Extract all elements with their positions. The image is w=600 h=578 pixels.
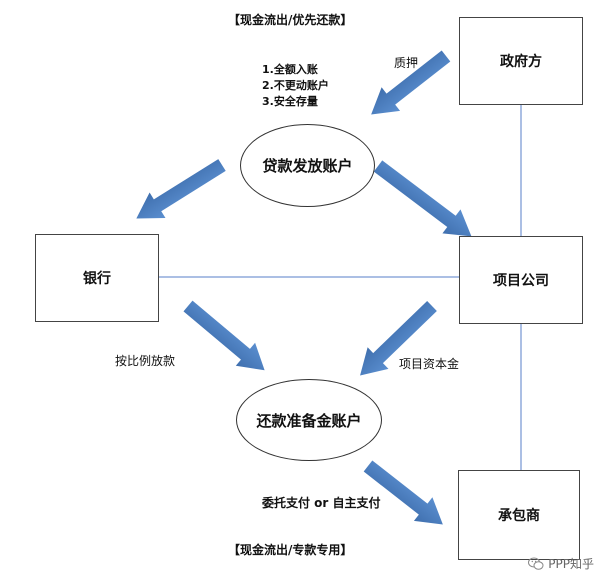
pledge-label: 质押 xyxy=(394,56,419,70)
account-rule: 2.不更动账户 xyxy=(262,79,329,92)
government-box: 政府方 xyxy=(459,17,583,105)
contractor-label: 承包商 xyxy=(498,508,540,524)
project-capital-label: 项目资本金 xyxy=(399,357,460,371)
repayment-reserve-ellipse: 还款准备金账户 xyxy=(236,379,382,461)
arrow-reserve-to-contractor xyxy=(363,460,443,525)
watermark: PPP知乎 xyxy=(528,555,594,572)
government-label: 政府方 xyxy=(500,54,542,70)
loan-account-label: 贷款发放账户 xyxy=(262,157,353,175)
payment-mode-label: 委托支付 or 自主支付 xyxy=(262,496,381,510)
arrow-project-to-reserve xyxy=(360,300,437,376)
repayment-reserve-label: 还款准备金账户 xyxy=(256,411,362,430)
bank-box: 银行 xyxy=(35,234,159,322)
arrow-loan-account-to-project xyxy=(373,160,472,237)
project-company-label: 项目公司 xyxy=(493,273,549,289)
top-note: 【现金流出/优先还款】 xyxy=(228,13,353,27)
account-rules-list: 1.全额入账 2.不更动账户 3.安全存量 xyxy=(262,62,329,110)
bottom-note: 【现金流出/专款专用】 xyxy=(228,543,353,557)
arrow-loan-account-to-bank xyxy=(136,159,226,219)
project-company-box: 项目公司 xyxy=(459,236,583,324)
proportional-loan-label: 按比例放款 xyxy=(115,354,176,368)
contractor-box: 承包商 xyxy=(458,470,580,560)
arrow-gov-to-loan-account xyxy=(371,50,451,115)
account-rule: 1.全额入账 xyxy=(262,63,318,76)
watermark-text: PPP知乎 xyxy=(548,557,594,571)
wechat-icon xyxy=(528,557,544,570)
loan-account-ellipse: 贷款发放账户 xyxy=(240,124,375,207)
account-rule: 3.安全存量 xyxy=(262,95,318,108)
arrow-bank-to-reserve xyxy=(183,300,265,371)
bank-label: 银行 xyxy=(83,271,111,287)
